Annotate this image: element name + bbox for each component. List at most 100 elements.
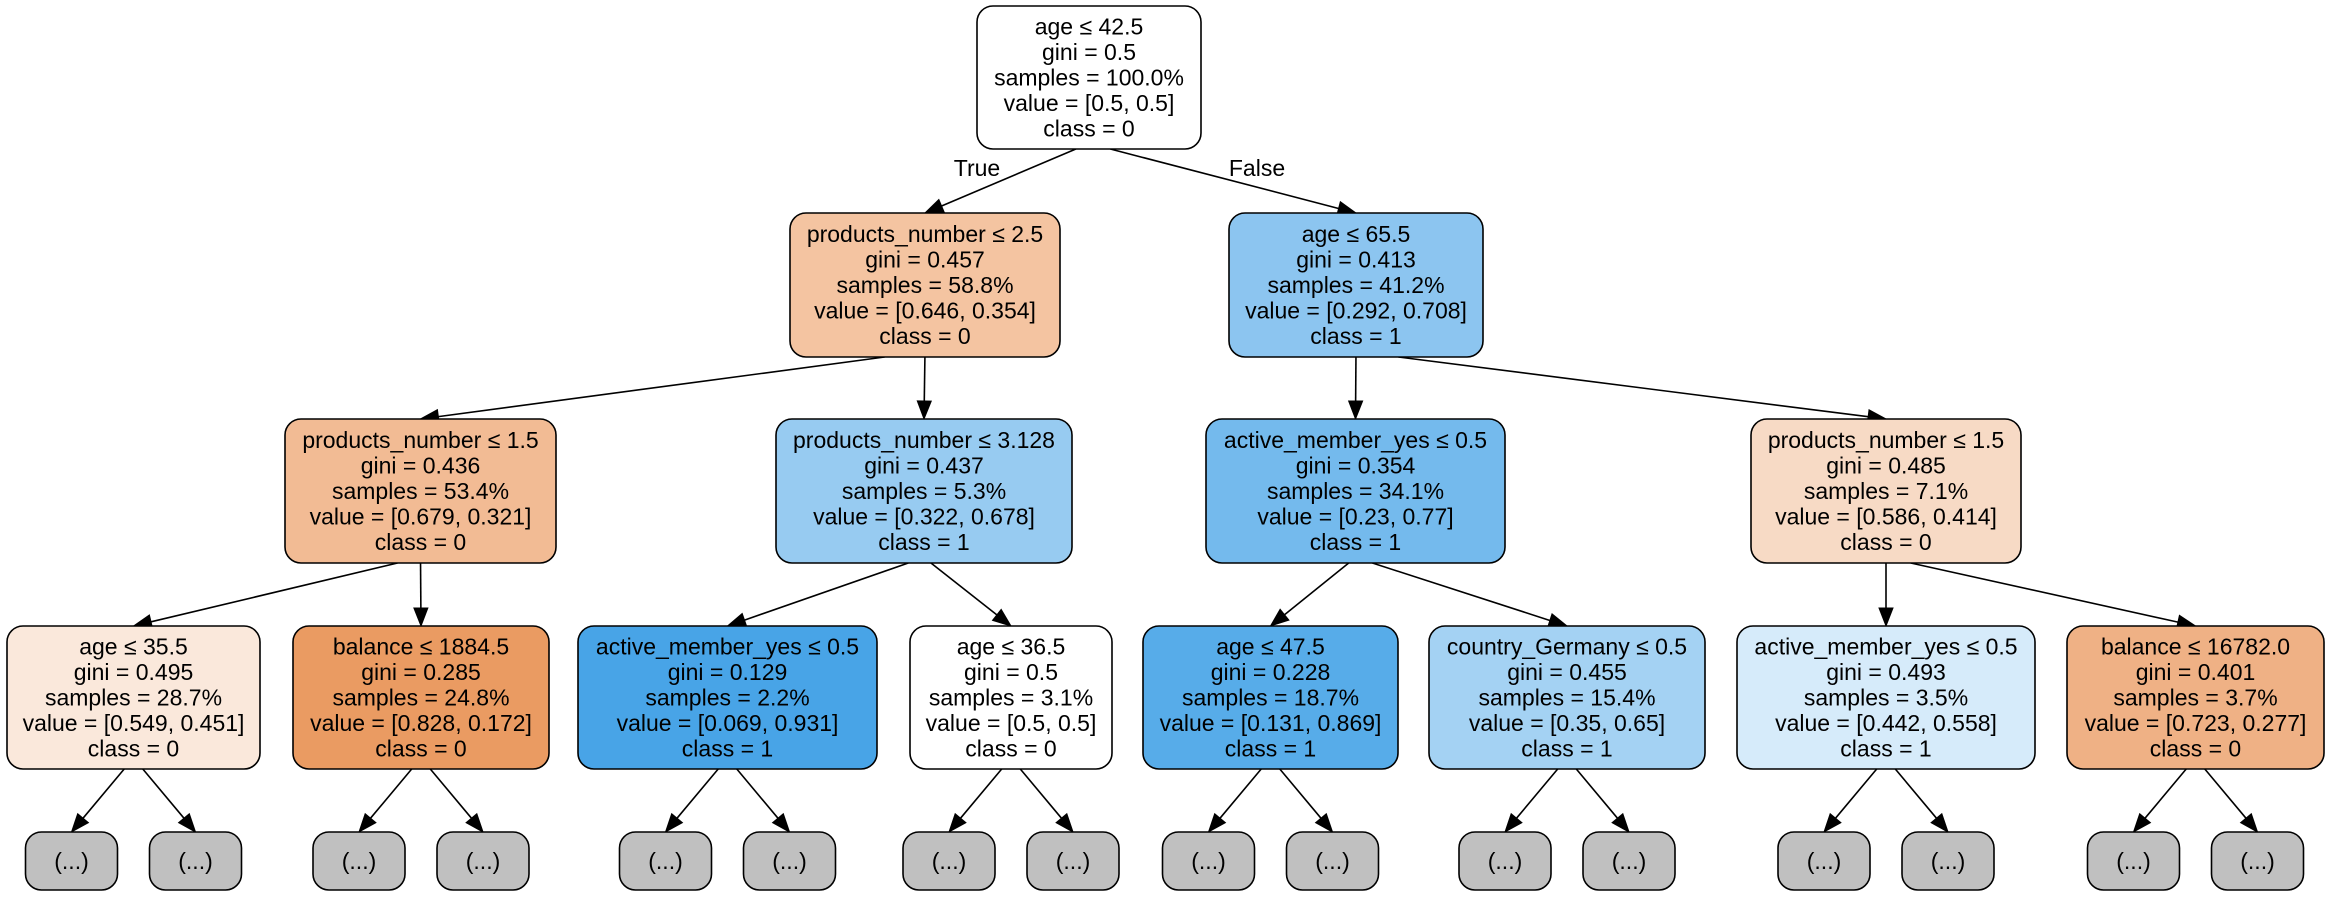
node-n5-line-4: class = 1 <box>1310 529 1401 555</box>
node-n4-line-2: samples = 5.3% <box>842 478 1006 504</box>
node-n12-line-4: class = 1 <box>1521 736 1612 762</box>
node-n6-line-2: samples = 7.1% <box>1804 478 1968 504</box>
node-n11-line-0: age ≤ 47.5 <box>1216 634 1325 660</box>
edge-n2-n5 <box>1347 356 1364 421</box>
edge-n1-n4 <box>916 356 933 421</box>
node-n2-line-0: age ≤ 65.5 <box>1302 221 1411 247</box>
edge-n13-leaf-0 <box>1823 768 1878 834</box>
node-n13-line-2: samples = 3.5% <box>1804 685 1968 711</box>
node-n13-line-1: gini = 0.493 <box>1826 659 1946 685</box>
edge-n14-leaf-0 <box>2132 768 2187 834</box>
truncated-leaf-n9-0: (...) <box>618 831 713 891</box>
truncated-leaf-label: (...) <box>2116 848 2151 874</box>
node-n5-line-3: value = [0.23, 0.77] <box>1257 504 1453 530</box>
edge-n9-leaf-0 <box>664 768 719 834</box>
node-n10-line-1: gini = 0.5 <box>964 659 1058 685</box>
node-n9-line-0: active_member_yes ≤ 0.5 <box>596 634 859 660</box>
truncated-leaf-label: (...) <box>772 848 807 874</box>
node-n14-line-2: samples = 3.7% <box>2113 685 2277 711</box>
truncated-leaf-n13-1: (...) <box>1901 831 1995 891</box>
node-n8-line-1: gini = 0.285 <box>361 659 481 685</box>
node-n0-line-0: age ≤ 42.5 <box>1035 14 1144 40</box>
edge-n7-leaf-1 <box>142 768 197 834</box>
truncated-leaf-n10-1: (...) <box>1026 831 1120 891</box>
edge-n9-leaf-1 <box>736 768 791 834</box>
edge-n11-leaf-1 <box>1279 768 1334 834</box>
truncated-leaf-label: (...) <box>1931 848 1966 874</box>
node-n3-line-3: value = [0.679, 0.321] <box>310 504 532 530</box>
truncated-leaf-n8-1: (...) <box>436 831 530 891</box>
truncated-leaf-n7-0: (...) <box>24 831 119 891</box>
node-n14-line-1: gini = 0.401 <box>2136 659 2256 685</box>
node-n13-line-4: class = 1 <box>1840 736 1931 762</box>
edge-n0-n1 <box>923 148 1077 214</box>
truncated-leaf-n14-1: (...) <box>2210 831 2305 891</box>
node-n12-line-3: value = [0.35, 0.65] <box>1469 710 1665 736</box>
truncated-leaf-n12-1: (...) <box>1582 831 1676 891</box>
truncated-leaf-label: (...) <box>1315 848 1350 874</box>
node-n2-line-3: value = [0.292, 0.708] <box>1245 298 1467 324</box>
node-n4-line-3: value = [0.322, 0.678] <box>813 504 1035 530</box>
edge-n3-n8 <box>413 562 429 628</box>
edge-n5-n12 <box>1372 562 1569 628</box>
node-n8-line-3: value = [0.828, 0.172] <box>310 710 532 736</box>
node-n6-line-3: value = [0.586, 0.414] <box>1775 504 1997 530</box>
edge-n3-n7 <box>132 562 398 630</box>
node-n1-line-3: value = [0.646, 0.354] <box>814 298 1036 324</box>
node-n0-line-4: class = 0 <box>1043 116 1134 142</box>
truncated-leaf-label: (...) <box>1807 848 1842 874</box>
node-n11-line-4: class = 1 <box>1225 736 1316 762</box>
node-n7-line-2: samples = 28.7% <box>45 685 222 711</box>
edge-n8-leaf-0 <box>358 768 413 834</box>
edge-label-true: True <box>954 155 1000 181</box>
node-n2-line-2: samples = 41.2% <box>1267 272 1444 298</box>
node-n0-line-3: value = [0.5, 0.5] <box>1004 90 1175 116</box>
node-n14-line-0: balance ≤ 16782.0 <box>2101 634 2290 660</box>
edge-n11-leaf-0 <box>1207 768 1262 834</box>
tree-edges <box>70 148 2259 834</box>
edge-n10-leaf-1 <box>1019 768 1074 834</box>
truncated-leaf-n12-0: (...) <box>1458 831 1552 891</box>
node-n12-line-2: samples = 15.4% <box>1478 685 1655 711</box>
node-n5-line-0: active_member_yes ≤ 0.5 <box>1224 427 1487 453</box>
truncated-leaf-n11-0: (...) <box>1161 831 1256 891</box>
edge-n7-leaf-0 <box>70 768 125 834</box>
edge-n1-n3 <box>419 356 885 425</box>
node-n8-line-2: samples = 24.8% <box>332 685 509 711</box>
node-n5-line-2: samples = 34.1% <box>1267 478 1444 504</box>
truncated-leaf-label: (...) <box>1056 848 1091 874</box>
node-n8-line-4: class = 0 <box>375 736 466 762</box>
edge-n6-n13 <box>1878 563 1894 628</box>
node-n0-line-2: samples = 100.0% <box>994 65 1184 91</box>
node-n7-line-3: value = [0.549, 0.451] <box>23 710 245 736</box>
node-n1-line-0: products_number ≤ 2.5 <box>807 221 1043 247</box>
node-n3-line-0: products_number ≤ 1.5 <box>302 427 538 453</box>
truncated-leaf-label: (...) <box>2240 848 2275 874</box>
node-n4-line-0: products_number ≤ 3.128 <box>793 427 1055 453</box>
edge-n12-leaf-1 <box>1575 768 1630 834</box>
node-n10-line-2: samples = 3.1% <box>929 685 1093 711</box>
node-n6-line-4: class = 0 <box>1840 529 1931 555</box>
edge-n0-n2 <box>1110 148 1358 216</box>
node-n1-line-4: class = 0 <box>879 323 970 349</box>
truncated-leaf-label: (...) <box>178 848 213 874</box>
node-n2-line-4: class = 1 <box>1310 323 1401 349</box>
node-n9-line-3: value = [0.069, 0.931] <box>617 710 839 736</box>
node-n7-line-4: class = 0 <box>88 736 179 762</box>
truncated-leaf-label: (...) <box>932 848 967 874</box>
